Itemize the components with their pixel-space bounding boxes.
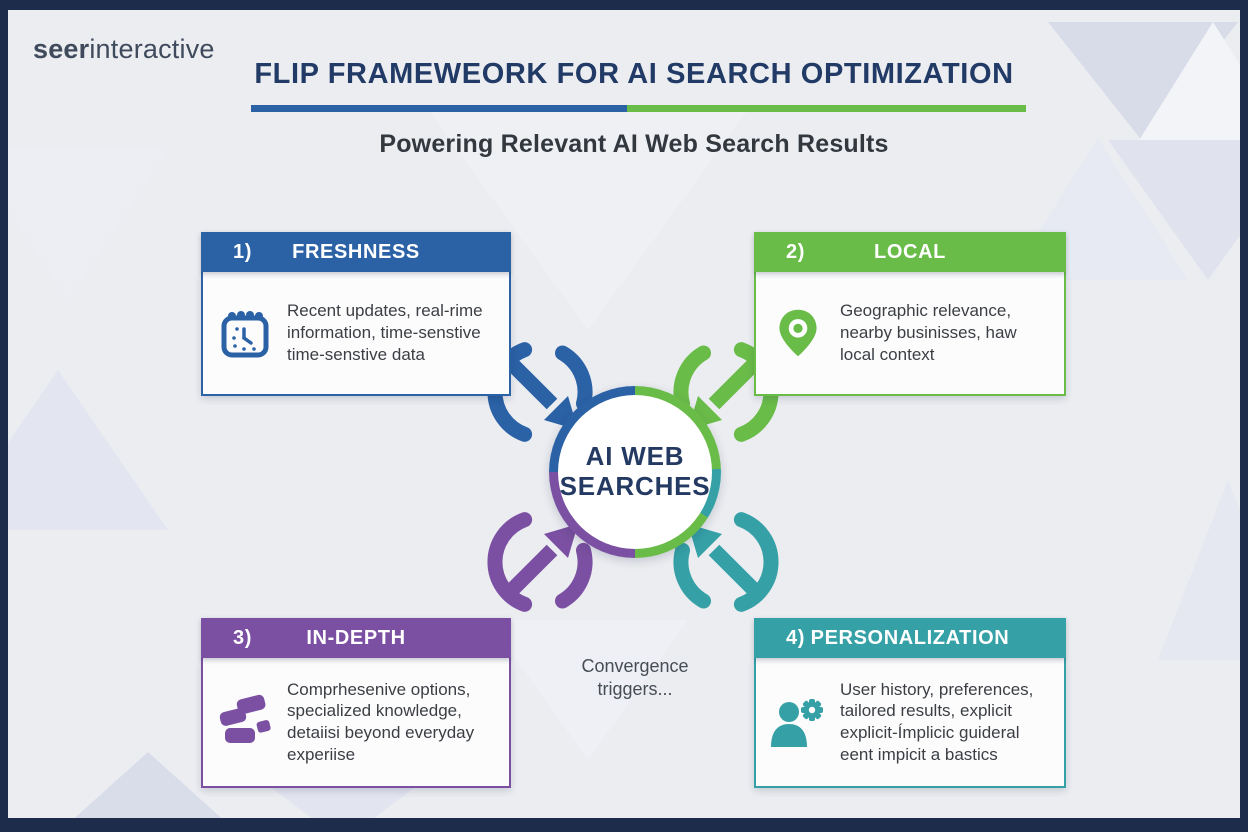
brand-logo: seerinteractive: [33, 34, 215, 65]
center-hub-line2: SEARCHES: [559, 471, 711, 501]
card-personalization-number: 4): [786, 626, 805, 649]
convergence-caption-line1: Convergence: [581, 656, 689, 676]
page-subtitle: Powering Relevant AI Web Search Results: [379, 130, 889, 158]
card-in-depth: 3) IN-DEPTH Comprhesenive options, speci…: [201, 618, 511, 788]
card-local-number: 2): [786, 240, 805, 263]
title-underline: [251, 105, 1026, 112]
card-freshness-title: FRESHNESS: [292, 240, 420, 263]
card-personalization-body: User history, preferences, tailored resu…: [754, 658, 1066, 788]
card-in-depth-number: 3): [233, 626, 252, 649]
card-freshness-number: 1): [233, 240, 252, 263]
card-in-depth-body: Comprhesenive options, specialized knowl…: [201, 658, 511, 788]
title-underline-green: [626, 105, 1026, 112]
calendar-clock-icon: [203, 305, 287, 361]
convergence-caption-line2: triggers...: [597, 679, 673, 700]
card-freshness-text: Recent updates, real-rime information, t…: [287, 301, 483, 364]
card-local-body: Geographic relevance, nearby businisses,…: [754, 272, 1066, 396]
center-hub: AI WEB SEARCHES: [549, 386, 721, 558]
card-freshness: 1) FRESHNESS Recent update: [201, 232, 511, 396]
center-hub-line1: AI WEB: [585, 441, 685, 472]
brand-logo-bold: seer: [33, 34, 90, 64]
card-in-depth-title: IN-DEPTH: [306, 626, 406, 649]
page-title: FLIP FRAMEWEORK FOR AI SEARCH OPTIMIZATI…: [254, 58, 1014, 90]
center-hub-label: AI WEB SEARCHES: [558, 395, 712, 549]
card-freshness-header: 1) FRESHNESS: [201, 232, 511, 272]
card-local-title: LOCAL: [874, 240, 946, 263]
header: FLIP FRAMEWEORK FOR AI SEARCH OPTIMIZATI…: [8, 58, 1240, 91]
title-underline-blue: [251, 105, 627, 112]
card-local-text: Geographic relevance, nearby businisses,…: [840, 301, 1017, 364]
card-in-depth-text: Comprhesenive options, specialized knowl…: [287, 679, 475, 764]
user-gear-icon: [756, 695, 840, 749]
convergence-caption: Convergence triggers...: [535, 655, 735, 702]
card-personalization: 4) PERSONALIZATION: [754, 618, 1066, 788]
brand-logo-regular: interactive: [89, 34, 215, 64]
card-local-header: 2) LOCAL: [754, 232, 1066, 272]
card-personalization-text: User history, preferences, tailored resu…: [840, 679, 1034, 764]
card-in-depth-header: 3) IN-DEPTH: [201, 618, 511, 658]
background-triangle: [8, 150, 168, 300]
location-pin-icon: [756, 305, 840, 361]
card-freshness-body: Recent updates, real-rime information, t…: [201, 272, 511, 396]
card-personalization-header: 4) PERSONALIZATION: [754, 618, 1066, 658]
background-triangle: [1158, 480, 1240, 660]
card-personalization-title: PERSONALIZATION: [810, 626, 1010, 649]
card-local: 2) LOCAL Geographic relevance, nearby bu…: [754, 232, 1066, 396]
background-triangle: [8, 370, 168, 530]
stacked-blocks-icon: [203, 694, 287, 750]
infographic-canvas: seerinteractive FLIP FRAMEWEORK FOR AI S…: [8, 10, 1240, 818]
